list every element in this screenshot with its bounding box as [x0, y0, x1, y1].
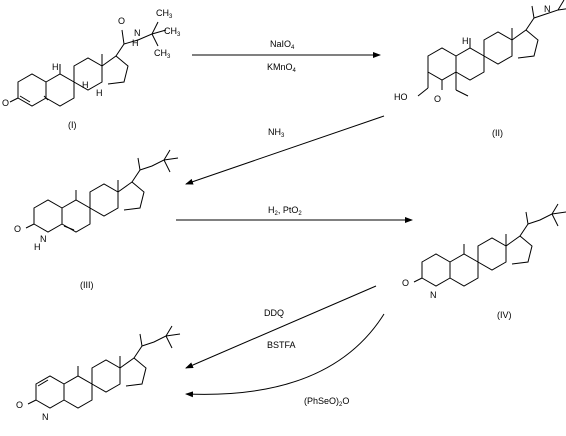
arrow-step4a: [185, 285, 377, 369]
compound-i-methyl-19: H: [52, 62, 59, 72]
reagent-bstfa: BSTFA: [267, 340, 296, 350]
compound-i-tbu-ch3-top: CH3: [156, 8, 173, 20]
reagent-h2-pto2: H2, PtO2: [268, 205, 302, 217]
reagent-naio4: NaIO4: [270, 39, 295, 51]
compound-ii-hooc: HO: [394, 92, 408, 102]
reagent-nh3: NH3: [268, 127, 285, 139]
compound-v-oxygen: O: [16, 400, 23, 410]
compound-i-amide-oxygen: O: [118, 16, 125, 26]
compound-v-structure: O N: [16, 325, 181, 422]
compound-ii-ketone-o: O: [434, 94, 441, 104]
arrow-step2: [185, 115, 385, 185]
compound-iii-h: H: [34, 242, 41, 252]
compound-i-nh: H: [132, 38, 139, 48]
compound-iv-label: (IV): [497, 310, 512, 320]
compound-iii-label: (III): [80, 280, 94, 290]
compound-iv-structure: O N: [402, 203, 566, 300]
compound-i-nitrogen: N: [134, 28, 141, 38]
reagent-ddq: DDQ: [264, 308, 284, 318]
reagent-phseo2o: (PhSeO)2O: [304, 396, 349, 408]
compound-ii-nitrogen: N: [544, 4, 551, 14]
reagent-kmno4: KMnO4: [267, 62, 297, 74]
compound-iii-nh: N: [40, 234, 47, 244]
compound-i-label: (I): [68, 120, 77, 130]
compound-v-nh: N: [42, 412, 49, 422]
compound-i-oxygen: O: [2, 98, 9, 108]
compound-iii-structure: O N H: [14, 149, 179, 252]
compound-ii-structure: HO O N H: [394, 0, 566, 104]
compound-iii-oxygen: O: [14, 224, 21, 234]
compound-i-tbu-ch3-right: CH3: [164, 26, 181, 38]
arrow-step4b: [185, 313, 385, 398]
compound-i-tbu-ch3-bottom: CH3: [154, 48, 171, 60]
compound-ii-label: (II): [492, 128, 503, 138]
compound-ii-h: H: [462, 36, 469, 46]
compound-i-h14: H: [96, 88, 103, 98]
compound-i-h9: H: [82, 80, 89, 90]
compound-i-structure: O O N H H H H CH3 CH3 CH3: [2, 8, 181, 108]
compound-iv-oxygen: O: [402, 278, 409, 288]
compound-iv-nh: N: [430, 290, 437, 300]
